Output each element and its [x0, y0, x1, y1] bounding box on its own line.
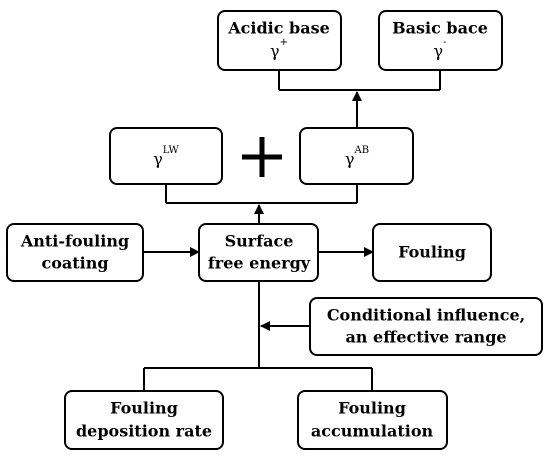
accumulation-line2: accumulation	[311, 422, 434, 441]
connectors	[134, 70, 441, 391]
plus-sign	[242, 137, 282, 177]
anti-fouling-line2: coating	[41, 254, 108, 273]
gamma-ab-symbol: γAB	[345, 145, 369, 169]
gamma-plus-symbol: γ+	[270, 37, 288, 61]
conditional-line2: an effective range	[345, 328, 506, 347]
surface-line1: Surface	[225, 232, 294, 251]
gamma-lw-symbol: γLW	[153, 145, 179, 169]
node-basic-base: Basic bace γ-	[378, 10, 503, 71]
node-acidic-base: Acidic base γ+	[217, 10, 342, 71]
basic-base-title: Basic bace	[392, 19, 488, 38]
acidic-base-title: Acidic base	[227, 19, 330, 38]
node-anti-fouling-coating: Anti-fouling coating	[6, 223, 144, 282]
surface-line2: free energy	[208, 254, 311, 273]
conditional-line1: Conditional influence,	[327, 306, 525, 325]
deposition-line2: deposition rate	[76, 422, 212, 441]
deposition-line1: Fouling	[110, 399, 178, 418]
node-fouling: Fouling	[372, 223, 492, 282]
node-fouling-accumulation: Fouling accumulation	[297, 390, 448, 450]
accumulation-line1: Fouling	[338, 399, 406, 418]
node-conditional-influence: Conditional influence, an effective rang…	[309, 297, 543, 356]
node-surface-free-energy: Surface free energy	[198, 223, 319, 282]
gamma-minus-symbol: γ-	[434, 37, 447, 61]
anti-fouling-line1: Anti-fouling	[20, 232, 129, 251]
fouling-label: Fouling	[398, 243, 466, 262]
node-gamma-lw: γLW	[109, 127, 223, 185]
node-fouling-deposition-rate: Fouling deposition rate	[64, 390, 224, 450]
node-gamma-ab: γAB	[299, 127, 414, 185]
